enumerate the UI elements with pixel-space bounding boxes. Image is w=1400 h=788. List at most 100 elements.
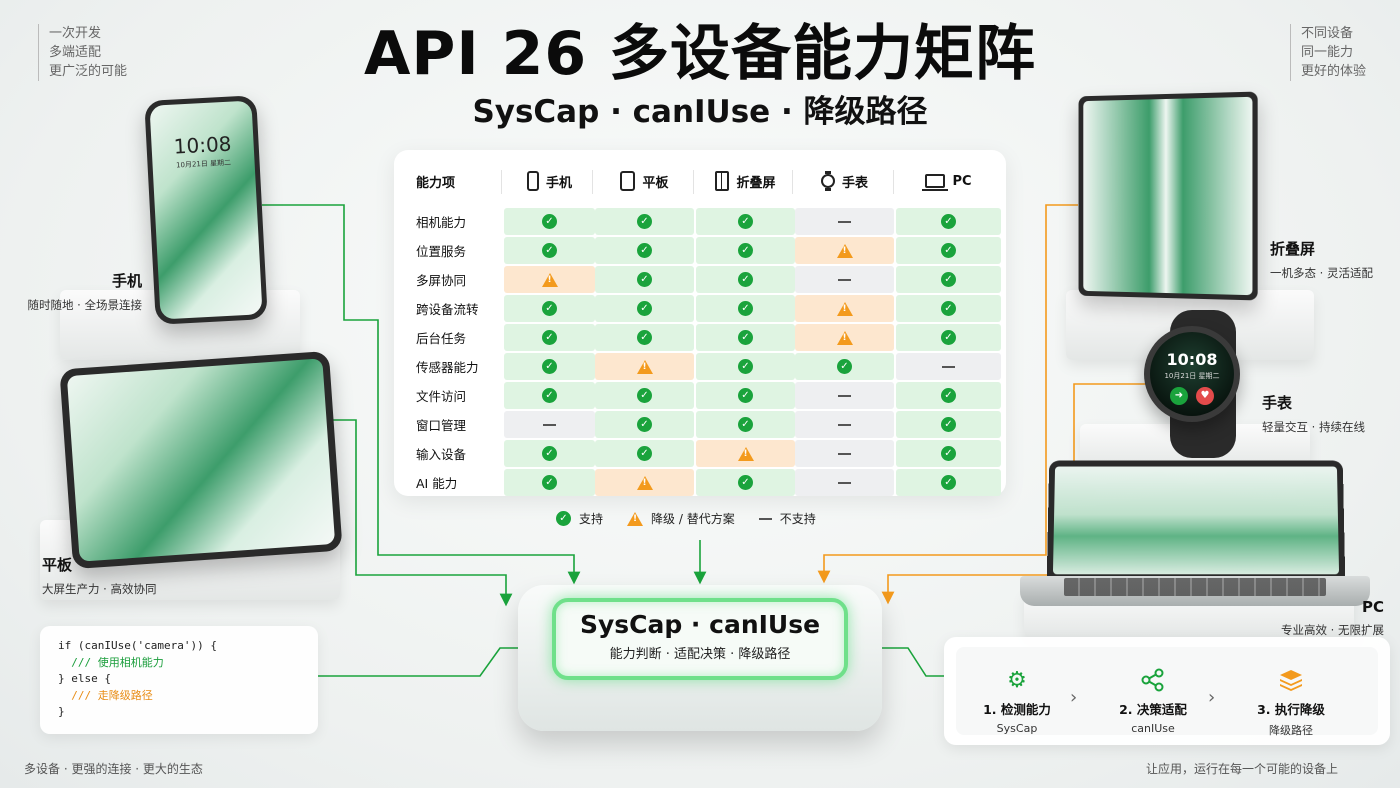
- check-icon: ✓: [941, 301, 956, 316]
- check-icon: ✓: [941, 214, 956, 229]
- matrix-row-label: 窗口管理: [416, 418, 467, 433]
- matrix-header-1: 平板: [595, 158, 694, 204]
- check-icon: ✓: [837, 359, 852, 374]
- legend-supported: ✓支持: [556, 510, 603, 527]
- step-detect: ⚙ 1. 检测能力 SysCap: [962, 667, 1072, 735]
- heart-icon: ♥: [1196, 387, 1214, 405]
- check-icon: ✓: [738, 272, 753, 287]
- pc-device: [1046, 460, 1346, 581]
- tablet-label: 平板 大屏生产力 · 高效协同: [42, 556, 157, 596]
- keyboard: [1064, 578, 1326, 596]
- check-icon: ✓: [637, 446, 652, 461]
- check-icon: ✓: [941, 272, 956, 287]
- matrix-header-3: 手表: [795, 158, 894, 204]
- matrix-cell-yes: ✓: [696, 295, 795, 322]
- matrix-cell-no: [795, 266, 894, 293]
- dash-icon: [758, 517, 772, 520]
- matrix-cell-yes: ✓: [696, 469, 795, 496]
- matrix-row-label: 位置服务: [416, 244, 467, 259]
- matrix-cell-yes: ✓: [595, 440, 694, 467]
- check-icon: ✓: [941, 243, 956, 258]
- matrix-row-label: AI 能力: [416, 476, 458, 491]
- gear-icon: ⚙: [1007, 668, 1027, 693]
- page-subtitle: SysCap · canIUse · 降级路径: [472, 94, 928, 130]
- check-icon: ✓: [542, 475, 557, 490]
- step-degrade: 3. 执行降级 降级路径: [1236, 667, 1346, 738]
- matrix-cell-yes: ✓: [896, 295, 1001, 322]
- dash-icon: [543, 423, 556, 426]
- matrix-cell-yes: ✓: [595, 324, 694, 351]
- footer-right: 让应用，运行在每一个可能的设备上: [1146, 762, 1339, 776]
- matrix-cell-yes: ✓: [504, 440, 595, 467]
- check-icon: ✓: [941, 417, 956, 432]
- hub-title: SysCap · canIUse: [579, 610, 821, 639]
- tablet-icon: [620, 171, 636, 191]
- matrix-cell-part: [795, 237, 894, 264]
- check-icon: ✓: [738, 475, 753, 490]
- matrix-legend: ✓支持 降级 / 替代方案 不支持: [556, 510, 832, 527]
- check-icon: ✓: [542, 243, 557, 258]
- warning-icon: [541, 272, 558, 287]
- matrix-row-label: 文件访问: [416, 389, 467, 404]
- steps-card: ⚙ 1. 检测能力 SysCap › 2. 决策适配 canIUse › 3. …: [944, 637, 1390, 745]
- matrix-cell-part: [595, 469, 694, 496]
- matrix-cell-yes: ✓: [896, 324, 1001, 351]
- matrix-cell-yes: ✓: [595, 208, 694, 235]
- check-icon: ✓: [941, 446, 956, 461]
- matrix-cell-yes: ✓: [696, 237, 795, 264]
- pc-icon: [922, 174, 949, 191]
- warning-icon: [627, 511, 644, 526]
- matrix-cell-no: [795, 411, 894, 438]
- matrix-row-label: 跨设备流转: [416, 302, 479, 317]
- foldable-icon: [715, 171, 730, 191]
- check-icon: ✓: [637, 214, 652, 229]
- matrix-cell-no: [896, 353, 1001, 380]
- dash-icon: [838, 423, 851, 426]
- legend-unsupported: 不支持: [758, 510, 816, 527]
- matrix-cell-no: [795, 440, 894, 467]
- check-icon: ✓: [637, 388, 652, 403]
- share-nodes-icon: [1098, 667, 1208, 695]
- matrix-cell-part: [795, 324, 894, 351]
- check-icon: ✓: [637, 272, 652, 287]
- warning-icon: [636, 359, 653, 374]
- matrix-cell-yes: ✓: [896, 469, 1001, 496]
- watch-icon: [820, 171, 835, 191]
- matrix-cell-part: [696, 440, 795, 467]
- dash-icon: [838, 394, 851, 397]
- corner-tagline-right: 不同设备 同一能力 更好的体验: [1290, 24, 1366, 81]
- warning-icon: [836, 330, 853, 345]
- code-snippet: if (canIUse('camera')) { /// 使用相机能力} els…: [40, 626, 318, 734]
- matrix-cell-yes: ✓: [896, 237, 1001, 264]
- matrix-cell-yes: ✓: [504, 237, 595, 264]
- check-icon: ✓: [637, 417, 652, 432]
- check-icon: ✓: [738, 359, 753, 374]
- warning-icon: [836, 301, 853, 316]
- matrix-cell-no: [795, 382, 894, 409]
- matrix-row-label: 传感器能力: [416, 360, 479, 375]
- check-icon: ✓: [542, 330, 557, 345]
- matrix-cell-no: [795, 469, 894, 496]
- matrix-cell-yes: ✓: [896, 208, 1001, 235]
- dash-icon: [838, 452, 851, 455]
- watch-label: 手表 轻量交互 · 持续在线: [1262, 394, 1365, 434]
- layers-icon: [1236, 667, 1346, 695]
- matrix-cell-yes: ✓: [696, 382, 795, 409]
- capability-matrix: 能力项手机平板折叠屏手表PC相机能力✓✓✓✓位置服务✓✓✓✓多屏协同✓✓✓跨设备…: [394, 150, 1006, 496]
- matrix-cell-yes: ✓: [696, 208, 795, 235]
- check-icon: ✓: [941, 475, 956, 490]
- matrix-cell-part: [595, 353, 694, 380]
- matrix-row-label: 输入设备: [416, 447, 467, 462]
- watch-device: 10:08 10月21日 星期二 ➜ ♥: [1144, 326, 1240, 422]
- run-icon: ➜: [1170, 387, 1188, 405]
- check-icon: ✓: [738, 417, 753, 432]
- syscap-hub: SysCap · canIUse 能力判断 · 适配决策 · 降级路径: [552, 598, 848, 680]
- matrix-header-2: 折叠屏: [696, 158, 795, 204]
- chevron-right-icon: ›: [1070, 687, 1078, 708]
- phone-label: 手机 随时随地 · 全场景连接: [27, 272, 142, 312]
- check-icon: ✓: [738, 388, 753, 403]
- dash-icon: [838, 220, 851, 223]
- matrix-cell-yes: ✓: [896, 411, 1001, 438]
- legend-degraded: 降级 / 替代方案: [627, 510, 735, 527]
- check-icon: ✓: [738, 330, 753, 345]
